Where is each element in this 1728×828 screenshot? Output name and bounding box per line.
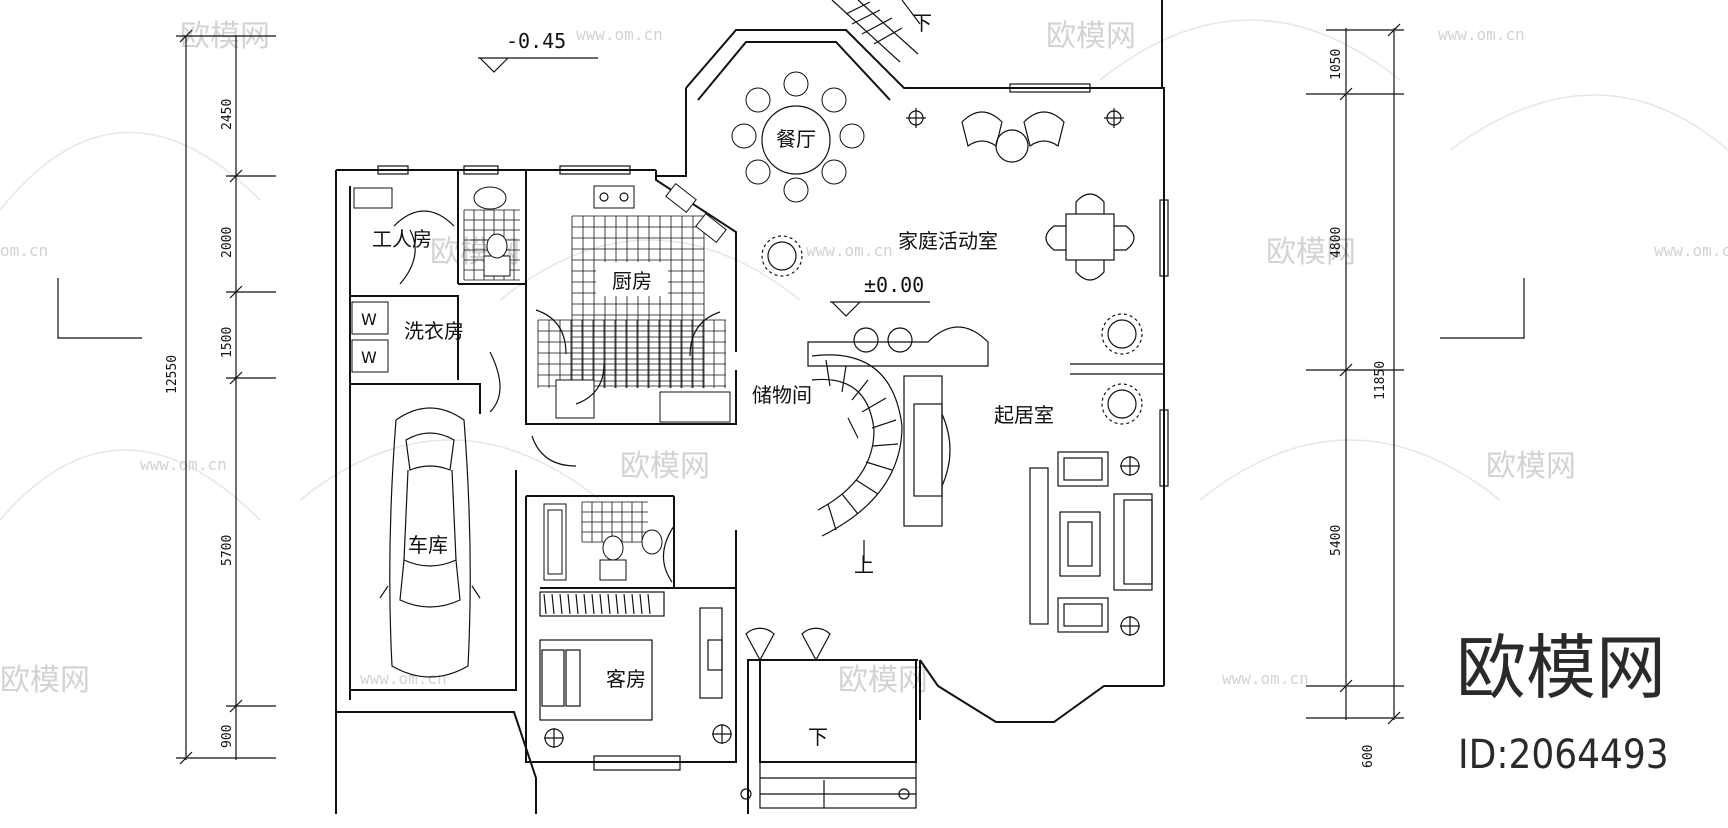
- guest-bed: [539, 607, 732, 771]
- room-label-living: 起居室: [994, 403, 1054, 427]
- laundry-washers: [351, 301, 389, 373]
- dim-left-5700: 5700: [220, 535, 235, 566]
- watermark-arcs: [0, 19, 1728, 521]
- living-sofa-set: [1029, 451, 1153, 636]
- right-dimension-chain: [1306, 23, 1404, 725]
- watermark-brand-5: 欧模网: [1486, 449, 1576, 484]
- washer-label-1: W: [361, 310, 377, 329]
- left-dimension-chain: [176, 29, 276, 765]
- watermark-site-2: www.om.cn: [1438, 25, 1525, 44]
- hanger-mark: [567, 593, 571, 615]
- dim-right-4800: 4800: [1329, 227, 1344, 258]
- closet-frame: [539, 591, 665, 617]
- hanger-mark: [647, 593, 651, 615]
- dim-left-2000: 2000: [220, 227, 235, 258]
- exterior-walls: [335, 0, 1165, 814]
- square-table: [1045, 193, 1135, 281]
- watermark-brand-2: 欧模网: [1046, 19, 1136, 54]
- room-label-storage: 储物间: [752, 383, 812, 407]
- watermark-site-7: www.om.cn: [360, 669, 447, 688]
- car-icon: [379, 407, 481, 678]
- room-label-garage: 车库: [408, 533, 448, 557]
- dim-right-5400: 5400: [1329, 525, 1344, 556]
- servant-fixtures: [353, 186, 511, 285]
- washer-label-2: W: [361, 348, 377, 367]
- watermark-site-8: www.om.cn: [1222, 669, 1309, 688]
- room-label-guest: 客房: [606, 667, 646, 691]
- dining-bay: [697, 41, 891, 101]
- stair-label-down-entry: 下: [808, 725, 828, 749]
- watermark-brand-6: 欧模网: [0, 663, 90, 698]
- brand-label: 欧模网: [1456, 627, 1666, 709]
- hanger-mark: [599, 593, 603, 615]
- stair-label-down-top: 下: [912, 11, 932, 35]
- family-room-lounge: [906, 108, 1124, 163]
- watermark-site-1: www.om.cn: [576, 25, 663, 44]
- dim-right-total: 11850: [1373, 361, 1388, 400]
- guest-suite-walls: [525, 495, 737, 763]
- watermark-site-5: www.om.cn: [1654, 241, 1728, 260]
- model-id: ID:2064493: [1458, 732, 1669, 778]
- watermark-site-3: om.cn: [0, 241, 48, 260]
- entry-steps: [740, 761, 917, 809]
- servant-room: [350, 170, 526, 380]
- watermark-site-4: www.om.cn: [806, 241, 893, 260]
- hanger-mark: [559, 593, 563, 615]
- level-label-inside: ±0.00: [864, 273, 924, 297]
- hanger-mark: [623, 593, 627, 615]
- hanger-mark: [607, 593, 611, 615]
- dim-right-1050: 1050: [1329, 49, 1344, 80]
- hanger-mark: [631, 593, 635, 615]
- room-label-family: 家庭活动室: [898, 229, 998, 253]
- fireplace: [903, 375, 951, 527]
- stair-label-up: 上: [854, 553, 874, 577]
- hanger-mark: [551, 593, 555, 615]
- room-label-laundry: 洗衣房: [404, 319, 464, 343]
- spiral-stair: [807, 326, 989, 562]
- kitchen-tile-grid: [537, 215, 726, 388]
- kitchen-label-backing: [596, 262, 668, 296]
- watermark-layer: 欧模网 欧模网 欧模网 欧模网 欧模网 欧模网 欧模网 欧模网 www.om.c…: [0, 19, 1728, 698]
- dim-left-2450: 2450: [220, 99, 235, 130]
- level-marker-inside: [830, 301, 930, 317]
- stair-down-top: [831, 0, 921, 63]
- dim-left-1500: 1500: [220, 327, 235, 358]
- guest-bath-fixtures: [543, 503, 663, 581]
- dim-left-900: 900: [220, 725, 235, 748]
- watermark-brand-3: 欧模网: [1266, 235, 1356, 270]
- dim-left-total: 12550: [165, 355, 180, 394]
- door-swings: [489, 309, 831, 662]
- window-marks: [377, 83, 1169, 487]
- hanger-mark: [543, 593, 547, 615]
- hanger-mark: [639, 593, 643, 615]
- watermark-site-6: www.om.cn: [140, 455, 227, 474]
- watermark-brand-7: 欧模网: [838, 663, 928, 698]
- kitchen-walls: [525, 170, 737, 425]
- watermark-brand-4: 欧模网: [620, 449, 710, 484]
- kitchen-fixtures: [555, 182, 731, 423]
- dim-right-600: 600: [1361, 745, 1376, 768]
- hanger-mark: [575, 593, 579, 615]
- hanger-mark: [615, 593, 619, 615]
- hanger-mark: [591, 593, 595, 615]
- plant-icon-3: [1101, 383, 1143, 425]
- hanger-mark: [583, 593, 587, 615]
- section-marker-left: [57, 278, 142, 339]
- room-label-dining: 餐厅: [776, 127, 816, 151]
- guest-closet-hangers: [539, 591, 665, 617]
- plant-icon-1: [761, 235, 803, 277]
- room-label-servant: 工人房: [372, 227, 432, 251]
- section-marker-right: [1440, 278, 1525, 339]
- level-marker-outside: [478, 57, 598, 73]
- level-label-outside: -0.45: [506, 29, 566, 53]
- dining-table: [731, 71, 865, 203]
- room-label-kitchen: 厨房: [612, 269, 652, 293]
- plant-icon-2: [1101, 313, 1143, 355]
